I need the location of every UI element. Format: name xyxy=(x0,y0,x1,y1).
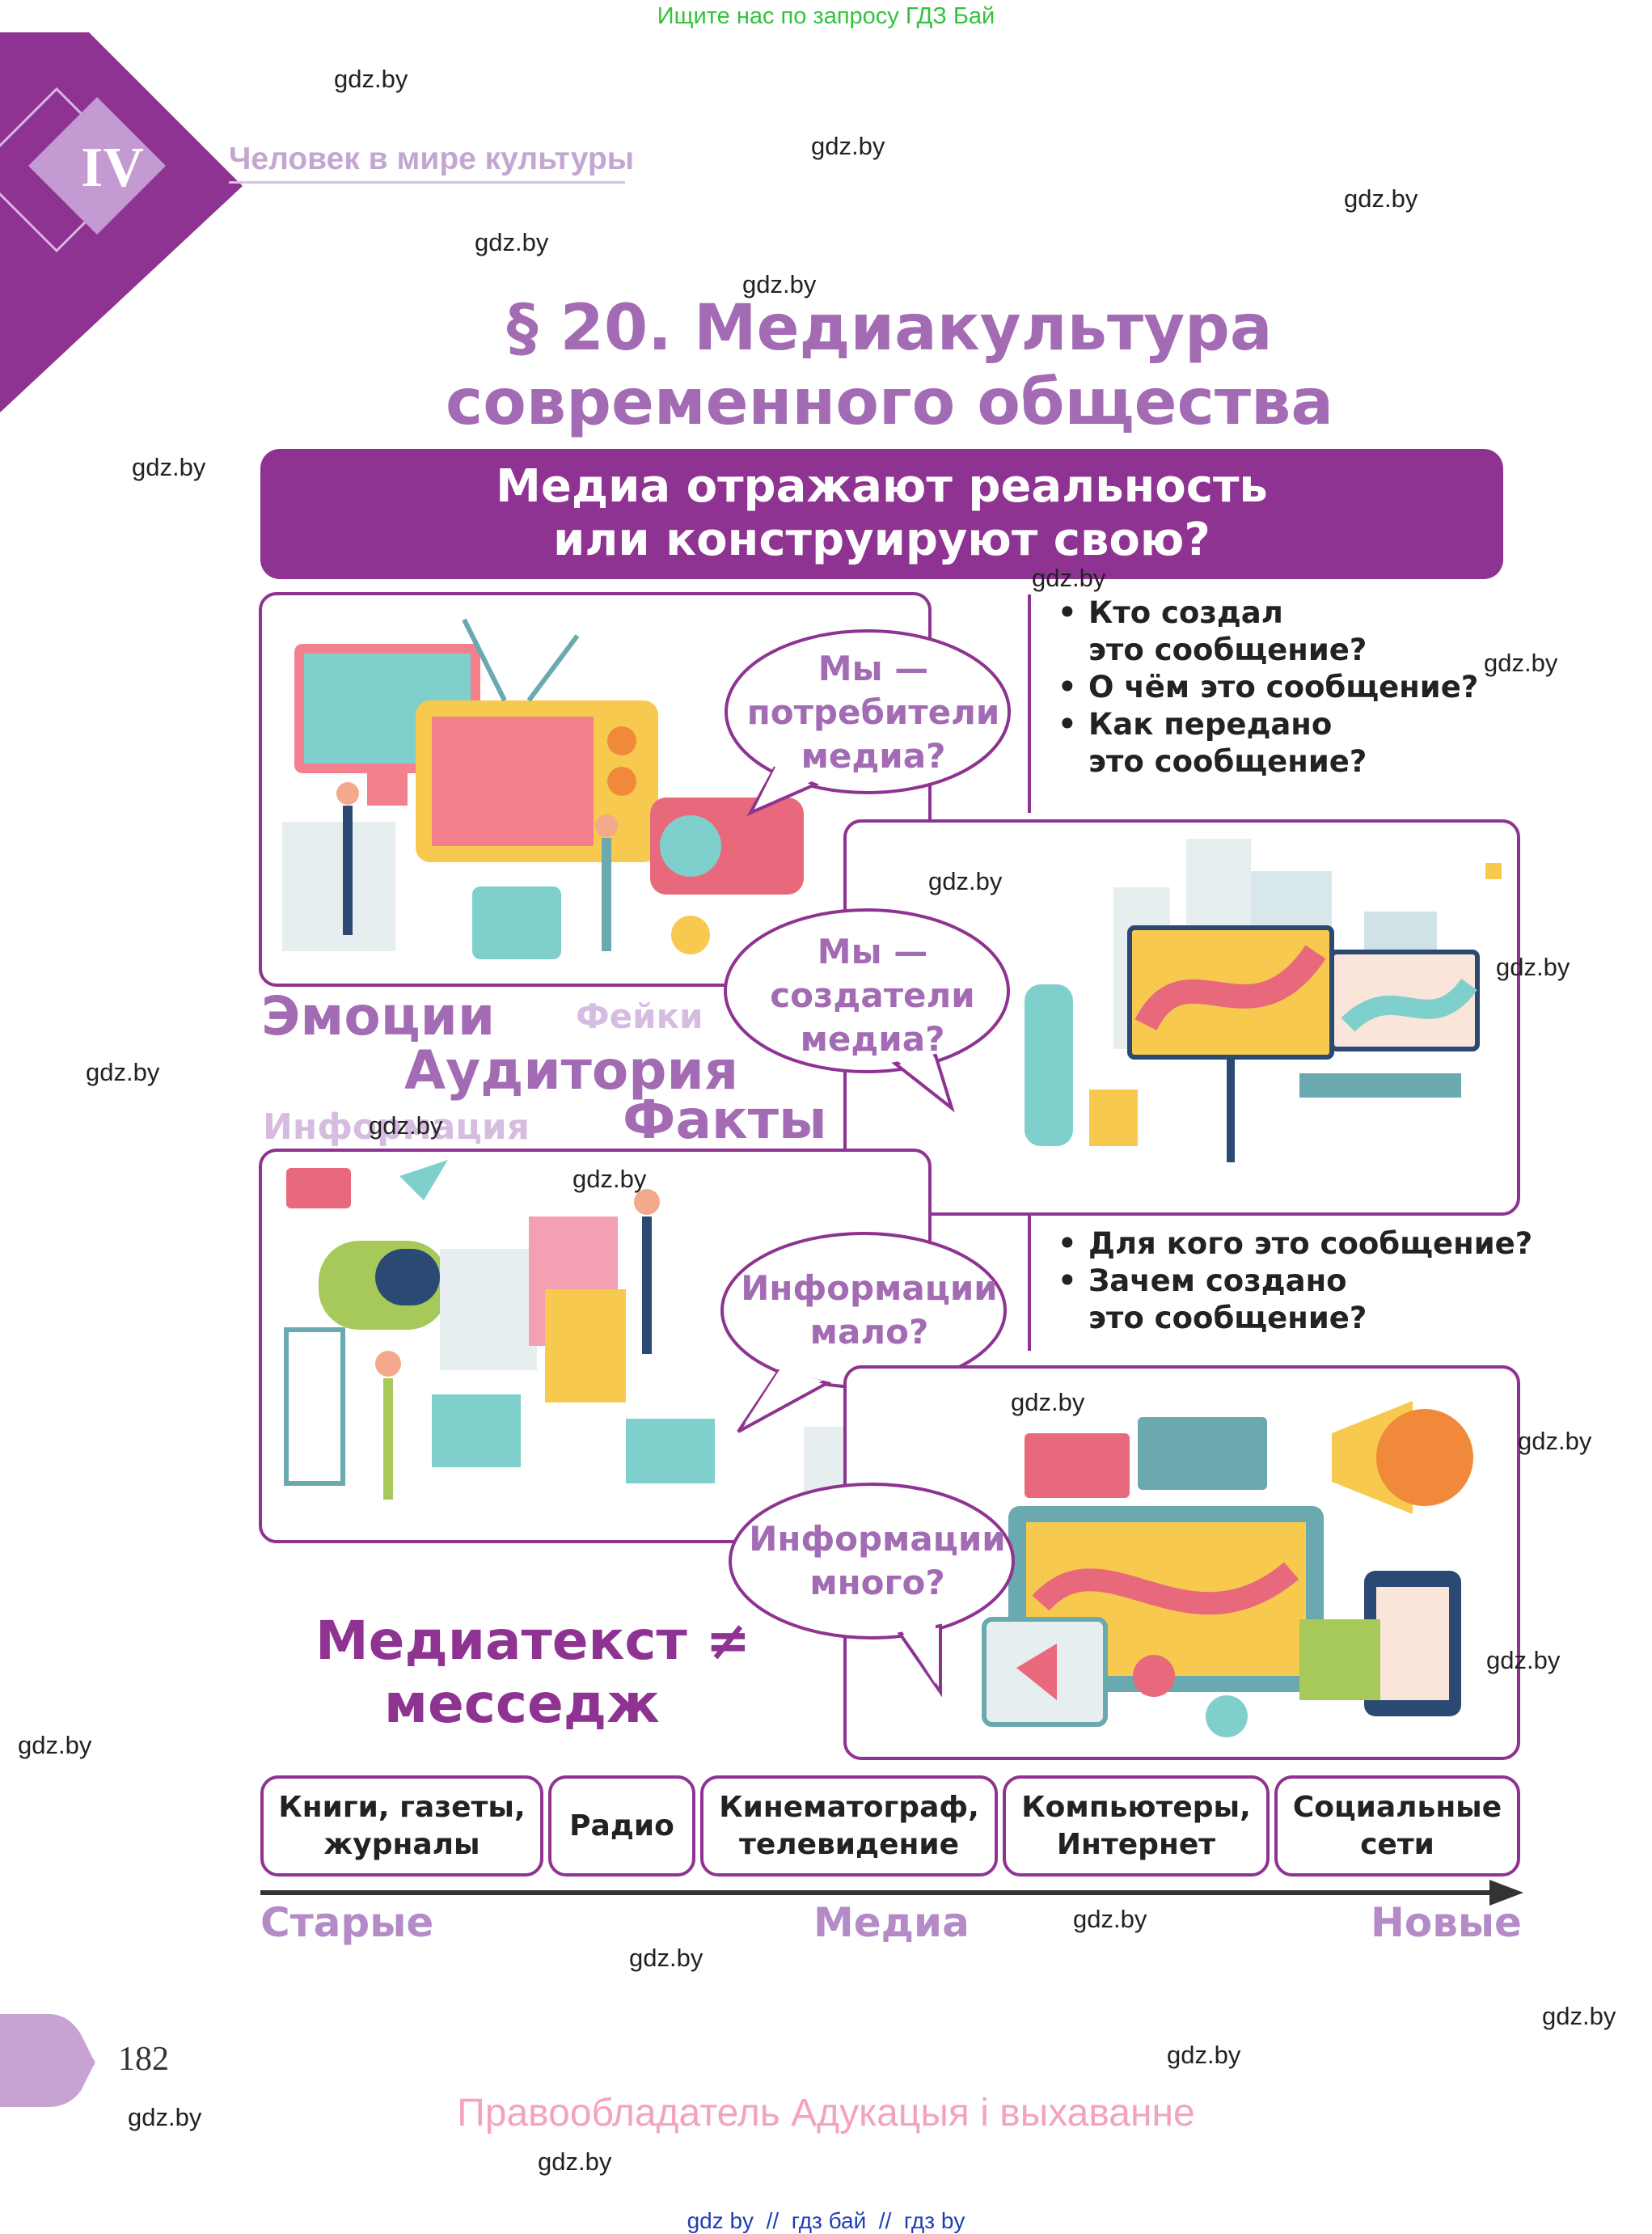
top-watermark: Ищите нас по запросу ГДЗ Бай xyxy=(657,3,995,29)
watermark: gdz.by xyxy=(1486,1646,1561,1674)
bottom-links[interactable]: gdz by // гдз бай // гдз by xyxy=(687,2208,965,2233)
watermark: gdz.by xyxy=(128,2103,202,2131)
watermark: gdz.by xyxy=(132,453,206,481)
connector-line-mid xyxy=(1028,1205,1031,1351)
watermark: gdz.by xyxy=(18,1731,92,1759)
bubble-much-info-text: Информации много? xyxy=(749,1519,1006,1602)
media-box-computers: Компьютеры,Интернет xyxy=(1003,1775,1270,1876)
scale-new-label: Новые xyxy=(1371,1899,1522,1946)
watermark: gdz.by xyxy=(1542,2002,1616,2030)
chapter-roman-numeral: IV xyxy=(81,137,144,199)
connector-line-top xyxy=(1028,594,1031,813)
billboard-illustration xyxy=(1025,839,1502,1162)
mediatext-line1: Медиатекст ≠ xyxy=(315,1610,750,1672)
watermark: gdz.by xyxy=(572,1165,647,1193)
question-item: О чём это сообщение? xyxy=(1051,669,1504,706)
watermark: gdz.by xyxy=(1073,1905,1147,1933)
scale-media-label: Медиа xyxy=(813,1899,970,1946)
paragraph-title-line2: современного общества xyxy=(445,366,1334,439)
watermark: gdz.by xyxy=(1344,184,1418,213)
watermark: gdz.by xyxy=(928,867,1003,895)
watermark: gdz.by xyxy=(1484,649,1558,677)
question-item: Для кого это сообщение? xyxy=(1051,1225,1536,1263)
watermark: gdz.by xyxy=(1167,2041,1241,2069)
illustration-panel-much-info xyxy=(843,1365,1520,1760)
watermark: gdz.by xyxy=(1496,953,1570,981)
bubble-little-info-text: Информации мало? xyxy=(741,1268,998,1352)
page-number: 182 xyxy=(118,2041,169,2078)
question-banner: Медиа отражают реальность или конструиру… xyxy=(260,449,1503,579)
paragraph-title-line1: § 20. Медиакультура xyxy=(506,292,1273,365)
timeline-arrow xyxy=(260,1880,1523,1906)
banner-line1: Медиа отражают реальность xyxy=(496,460,1268,513)
questions-list-mid: Для кого это сообщение? Зачем созданоэто… xyxy=(1051,1225,1536,1337)
watermark: gdz.by xyxy=(1518,1427,1592,1455)
page-tab xyxy=(0,2014,95,2107)
mediatext-line2: месседж xyxy=(384,1673,660,1735)
watermark: gdz.by xyxy=(811,132,885,160)
watermark: gdz.by xyxy=(369,1111,443,1140)
chapter-title-underline xyxy=(229,181,625,184)
speech-bubble-much-info xyxy=(729,1483,1015,1698)
watermark: gdz.by xyxy=(538,2147,612,2176)
chapter-title: Человек в мире культуры xyxy=(229,142,635,176)
speech-bubble-consumers xyxy=(725,629,1011,817)
bubble-consumers-text: Мы — потребители медиа? xyxy=(746,649,1000,776)
bubble-creators-text: Мы — создатели медиа? xyxy=(770,932,975,1059)
digital-media-illustration xyxy=(982,1401,1473,1737)
media-box-cinema-tv: Кинематограф,телевидение xyxy=(700,1775,998,1876)
media-devices-illustration xyxy=(282,618,804,959)
watermark: gdz.by xyxy=(742,270,817,298)
speech-bubble-creators xyxy=(724,908,1010,1112)
scale-old-label: Старые xyxy=(260,1899,434,1946)
media-box-radio: Радио xyxy=(548,1775,695,1876)
watermark: gdz.by xyxy=(334,65,408,93)
watermark: gdz.by xyxy=(86,1058,160,1086)
word-emotions: Эмоции xyxy=(261,985,496,1047)
word-facts: Факты xyxy=(623,1089,827,1151)
word-audience: Аудитория xyxy=(404,1039,739,1102)
banner-line2: или конструируют свою? xyxy=(553,514,1210,566)
media-box-print: Книги, газеты,журналы xyxy=(260,1775,543,1876)
watermark: gdz.by xyxy=(475,228,549,256)
chapter-corner-decoration xyxy=(0,32,243,413)
watermark: gdz.by xyxy=(629,1944,703,1972)
copyright-line: Правообладатель Адукацыя і выхаванне xyxy=(457,2092,1195,2135)
watermark: gdz.by xyxy=(1032,564,1106,592)
word-fakes: Фейки xyxy=(576,996,703,1036)
word-info: Информация xyxy=(263,1106,530,1148)
watermark: gdz.by xyxy=(1011,1388,1085,1416)
